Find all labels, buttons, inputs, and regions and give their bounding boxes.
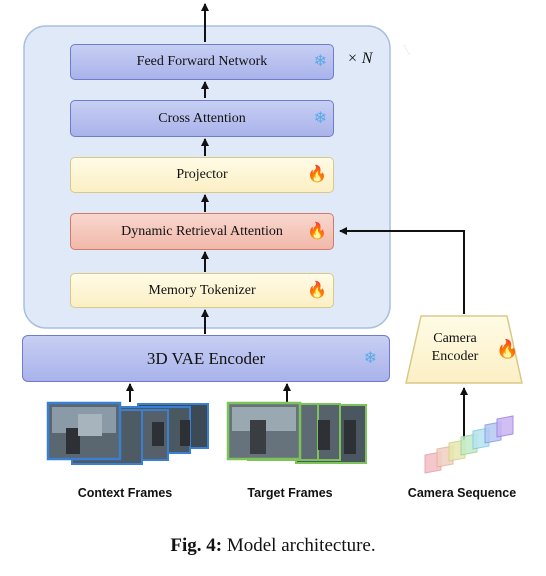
dynamic-retrieval-attention-block: Dynamic Retrieval Attention 🔥 (70, 213, 334, 250)
camera-sequence-label: Camera Sequence (407, 486, 517, 500)
vae-encoder-block: 3D VAE Encoder ❄ (22, 335, 390, 382)
fire-icon: 🔥 (307, 166, 327, 183)
figure-caption-text: Model architecture. (226, 535, 376, 556)
arrow-camera-to-dra (339, 227, 465, 314)
context-frames-stack (46, 401, 209, 465)
vae-encoder-label: 3D VAE Encoder (146, 348, 266, 368)
snowflake-icon: ❄ (313, 53, 327, 70)
memory-tokenizer-block: Memory Tokenizer 🔥 (70, 273, 334, 308)
figure-number: Fig. 4: (170, 535, 223, 556)
memory-tokenizer-label: Memory Tokenizer (148, 282, 256, 298)
feed-forward-network-block: Feed Forward Network ❄ (70, 44, 334, 80)
target-frames-stack (226, 401, 367, 464)
fire-icon: 🔥 (496, 339, 519, 359)
cross-attention-block: Cross Attention ❄ (70, 100, 334, 137)
dynamic-retrieval-attention-label: Dynamic Retrieval Attention (121, 223, 283, 239)
camera-encoder-shape (405, 315, 523, 384)
fire-icon: 🔥 (307, 281, 327, 299)
projector-label: Projector (176, 167, 228, 182)
camera-encoder-label-line1: Camera (433, 331, 477, 346)
snowflake-icon: ❄ (313, 109, 327, 127)
snowflake-icon: ❄ (363, 349, 377, 367)
context-frames-label: Context Frames (77, 486, 173, 500)
cross-attention-label: Cross Attention (158, 110, 246, 126)
camera-encoder-label: Camera Encoder (420, 330, 490, 366)
figure-caption: Fig. 4: Model architecture. (0, 535, 546, 557)
fire-icon: 🔥 (307, 222, 327, 240)
target-frames-label: Target Frames (247, 486, 333, 500)
camera-encoder-label-line2: Encoder (431, 349, 479, 364)
projector-block: Projector 🔥 (70, 157, 334, 193)
feed-forward-network-label: Feed Forward Network (136, 54, 268, 69)
repeat-label: × N (347, 50, 373, 67)
camera-sequence-graphic (424, 415, 514, 474)
